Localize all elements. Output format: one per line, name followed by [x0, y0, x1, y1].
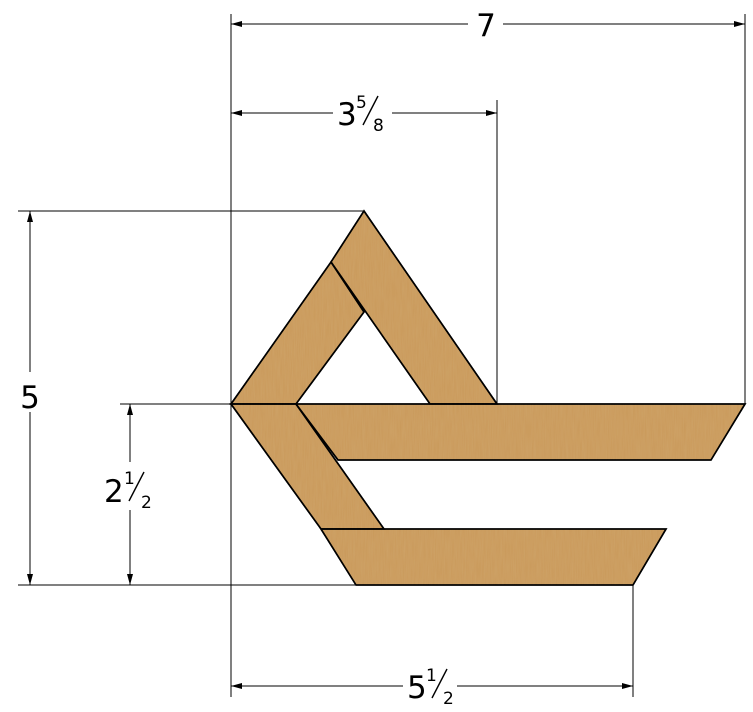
dimension-label-base-width-whole: 5: [407, 670, 427, 706]
dimension-base-width: 5 1 2: [231, 666, 633, 709]
dimension-label-total-height: 5: [20, 380, 40, 416]
dimension-label-base-width-numerator: 1: [426, 666, 437, 686]
board-outlines: [229, 209, 747, 586]
dimension-total-width: 7: [231, 8, 745, 44]
dimension-apex-offset: 3 5 8: [231, 93, 497, 136]
dimension-label-apex-offset-whole: 3: [337, 97, 357, 133]
fraction-slash: [128, 471, 145, 502]
dimension-total-height: 5: [20, 211, 40, 585]
dimension-label-total-width: 7: [476, 8, 496, 44]
dimension-lower-height: 2 1 2: [104, 404, 152, 585]
dimension-label-lower-height-numerator: 1: [124, 469, 135, 489]
wood-pieces: [229, 209, 747, 586]
extension-lines: [18, 14, 746, 697]
fraction-slash: [362, 95, 379, 126]
fraction-slash: [431, 668, 448, 699]
dimension-label-lower-height-whole: 2: [104, 474, 124, 510]
dimension-label-lower-height-denominator: 2: [141, 493, 152, 513]
dimension-label-apex-offset-denominator: 8: [373, 116, 384, 136]
wood-grain-overlay: [231, 211, 745, 585]
dimension-label-apex-offset-numerator: 5: [356, 93, 367, 113]
dimension-label-base-width-denominator: 2: [443, 689, 454, 709]
